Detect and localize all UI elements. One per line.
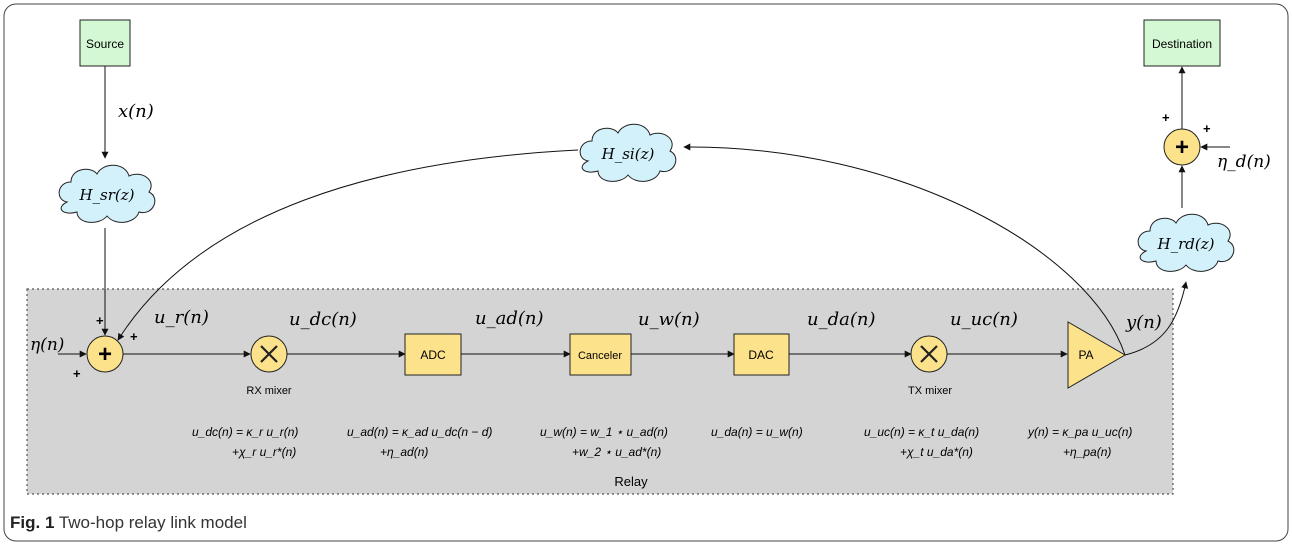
sum-plus-left: + [73, 366, 81, 381]
relay-label: Relay [614, 474, 648, 489]
destination-label: Destination [1152, 37, 1212, 51]
sum-plus-right: + [130, 329, 138, 344]
eq-pa-line1: y(n) = κ_pa u_uc(n) [1027, 425, 1132, 439]
eq-adc-line1: u_ad(n) = κ_ad u_dc(n − d) [347, 425, 492, 439]
x-label: x(n) [118, 101, 154, 122]
eq-dac-line1: u_da(n) = u_w(n) [711, 425, 803, 439]
dac-label: DAC [748, 348, 774, 362]
eta-d-label: η_d(n) [1217, 152, 1271, 172]
hrd-cloud: H_rd(z) [1137, 213, 1235, 272]
pa-block [1067, 321, 1126, 389]
tx-mixer-cross-icon [920, 345, 938, 363]
hsi-label: H_si(z) [601, 145, 655, 163]
hsi-to-sum-arrow [117, 149, 579, 341]
udc-label: u_dc(n) [289, 309, 357, 330]
equations: u_dc(n) = κ_r u_r(n) +χ_r u_r*(n) u_ad(n… [192, 425, 1132, 459]
y-label: y(n) [1125, 312, 1162, 333]
destination-block [1143, 19, 1221, 67]
tx-mixer-label: TX mixer [908, 385, 952, 397]
hrd-label: H_rd(z) [1157, 235, 1215, 253]
source-label: Source [86, 37, 124, 51]
sum-plus-top: + [96, 313, 104, 328]
eq-adc-line2: +η_ad(n) [380, 445, 428, 459]
uw-label: u_w(n) [638, 309, 700, 330]
eq-rx-line1: u_dc(n) = κ_r u_r(n) [192, 425, 298, 439]
hsi-cloud: H_si(z) [579, 123, 677, 182]
eta-label: η(n) [30, 335, 64, 355]
figure-caption: Fig. 1 Two-hop relay link model [10, 513, 247, 533]
eq-canceler-line2: +w_2 ⋆ u_ad*(n) [572, 445, 661, 459]
dac-block [733, 333, 790, 376]
pa-label: PA [1078, 348, 1093, 362]
source-block [79, 19, 131, 67]
caption-text: Two-hop relay link model [58, 513, 247, 532]
eq-canceler-line1: u_w(n) = w_1 ⋆ u_ad(n) [540, 425, 668, 439]
eq-pa-line2: +η_pa(n) [1063, 445, 1111, 459]
rx-mixer-cross-icon [260, 345, 278, 363]
output-sum-plus-icon: + [1175, 134, 1189, 161]
canceler-label: Canceler [578, 350, 622, 362]
hsr-cloud: H_sr(z) [58, 164, 156, 223]
eq-rx-line2: +χ_r u_r*(n) [232, 445, 296, 459]
input-sum-plus-icon: + [98, 341, 112, 368]
eq-tx-line1: u_uc(n) = κ_t u_da(n) [864, 425, 979, 439]
adc-label: ADC [420, 348, 446, 362]
rx-mixer-label: RX mixer [246, 385, 292, 397]
outer-frame [3, 3, 1289, 542]
outsum-plus-right: + [1203, 121, 1211, 136]
ur-label: u_r(n) [154, 307, 209, 328]
uad-label: u_ad(n) [475, 308, 543, 329]
relay-region [26, 288, 1174, 495]
pa-to-hsi-arrow [683, 143, 1126, 356]
uda-label: u_da(n) [807, 309, 875, 330]
hsr-label: H_sr(z) [78, 186, 134, 204]
eq-tx-line2: +χ_t u_da*(n) [900, 445, 973, 459]
pa-to-hrd-arrow [1124, 281, 1189, 356]
outsum-plus-left: + [1162, 110, 1170, 125]
adc-block [404, 333, 462, 376]
caption-prefix: Fig. 1 [10, 513, 55, 532]
uuc-label: u_uc(n) [950, 309, 1018, 330]
